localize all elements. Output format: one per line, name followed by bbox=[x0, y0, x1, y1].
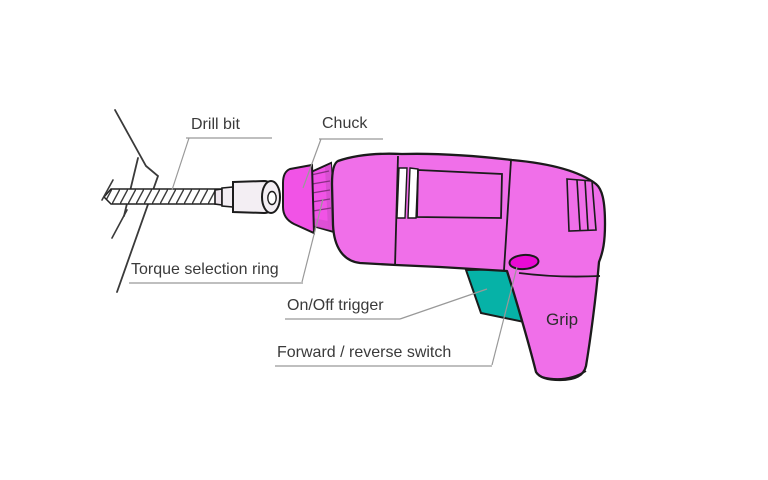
chuck-cone bbox=[282, 163, 316, 235]
torque-selection-ring bbox=[309, 161, 336, 234]
chuck-sleeve bbox=[232, 179, 281, 215]
body-seams bbox=[394, 155, 601, 380]
label-torque-selection-ring: Torque selection ring bbox=[131, 261, 279, 278]
label-chuck: Chuck bbox=[322, 115, 368, 132]
forward-reverse-switch bbox=[508, 253, 540, 271]
label-drill-bit: Drill bit bbox=[191, 116, 240, 133]
wall-tick-marks bbox=[101, 179, 128, 239]
drill-bit bbox=[102, 188, 234, 205]
front-vent bbox=[396, 167, 419, 219]
label-forward-reverse-switch: Forward / reverse switch bbox=[277, 344, 452, 361]
label-on-off-trigger: On/Off trigger bbox=[287, 297, 384, 314]
wall-lines bbox=[114, 109, 160, 293]
chuck-jaws bbox=[214, 186, 234, 208]
side-panel bbox=[416, 169, 503, 219]
label-underlines bbox=[129, 137, 492, 367]
label-grip: Grip bbox=[546, 310, 579, 329]
rear-vent bbox=[566, 178, 597, 232]
leader-lines bbox=[171, 137, 518, 366]
